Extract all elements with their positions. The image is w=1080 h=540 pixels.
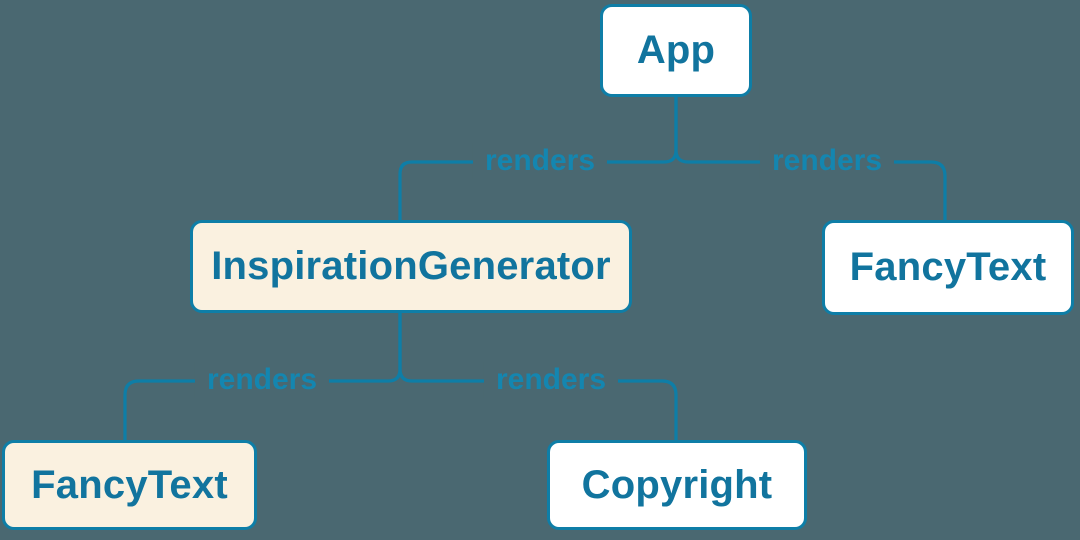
node-inspiration-generator: InspirationGenerator <box>190 220 632 313</box>
node-copyright-label: Copyright <box>581 462 773 507</box>
edge-label-renders-4: renders <box>483 362 619 398</box>
node-fancy-text-left-label: FancyText <box>31 462 228 507</box>
node-fancy-text-left: FancyText <box>2 440 257 530</box>
node-fancy-text-right: FancyText <box>822 220 1074 315</box>
node-app-label: App <box>636 28 716 72</box>
edge-label-renders-1: renders <box>472 143 608 179</box>
node-copyright: Copyright <box>547 440 807 530</box>
node-fancy-text-right-label: FancyText <box>849 245 1047 289</box>
edge-label-renders-3: renders <box>194 362 330 398</box>
edge-label-renders-2: renders <box>759 143 895 179</box>
node-app: App <box>600 4 752 97</box>
node-inspiration-generator-label: InspirationGenerator <box>211 244 611 288</box>
